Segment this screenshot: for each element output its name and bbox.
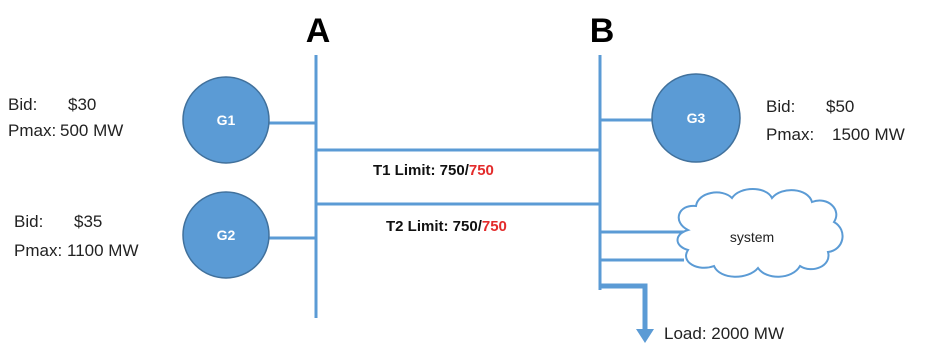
g1-pmax-caption: Pmax: — [8, 121, 56, 140]
g3-label: G3 — [687, 110, 706, 126]
t2-limit-prefix: T2 Limit: 750/ — [386, 218, 483, 235]
g3-bid-caption: Bid: — [766, 97, 795, 116]
generator-g3: G3 — [651, 73, 741, 163]
g2-bid-caption: Bid: — [14, 212, 43, 231]
bus-a-label: A — [306, 12, 331, 50]
generator-g1: G1 — [182, 76, 270, 164]
g3-pmax-caption: Pmax: — [766, 125, 814, 144]
t1-limit-label: T1 Limit: 750/750 — [373, 162, 494, 179]
t2-limit-flow: 750 — [482, 218, 507, 235]
g1-bid-caption: Bid: — [8, 95, 37, 114]
g3-bid-value: $50 — [826, 97, 854, 116]
g2-label: G2 — [217, 227, 236, 243]
g2-pmax-value: 1100 MW — [67, 241, 139, 260]
g2-pmax-caption: Pmax: — [14, 241, 62, 260]
g1-pmax-value: 500 MW — [60, 121, 123, 140]
system-label: system — [730, 229, 774, 245]
load-arrow — [600, 283, 648, 330]
g1-label: G1 — [217, 112, 236, 128]
bus-b-label: B — [590, 12, 615, 50]
t1-limit-prefix: T1 Limit: 750/ — [373, 162, 470, 179]
t1-limit-flow: 750 — [469, 162, 494, 179]
g3-pmax-value: 1500 MW — [832, 125, 905, 144]
g1-bid-value: $30 — [68, 95, 96, 114]
t2-limit-label: T2 Limit: 750/750 — [386, 218, 507, 235]
load-arrowhead — [636, 329, 654, 343]
generator-g2: G2 — [182, 191, 270, 279]
g2-bid-value: $35 — [74, 212, 102, 231]
load-label: Load: 2000 MW — [664, 324, 784, 343]
system-cloud: system — [676, 188, 844, 278]
